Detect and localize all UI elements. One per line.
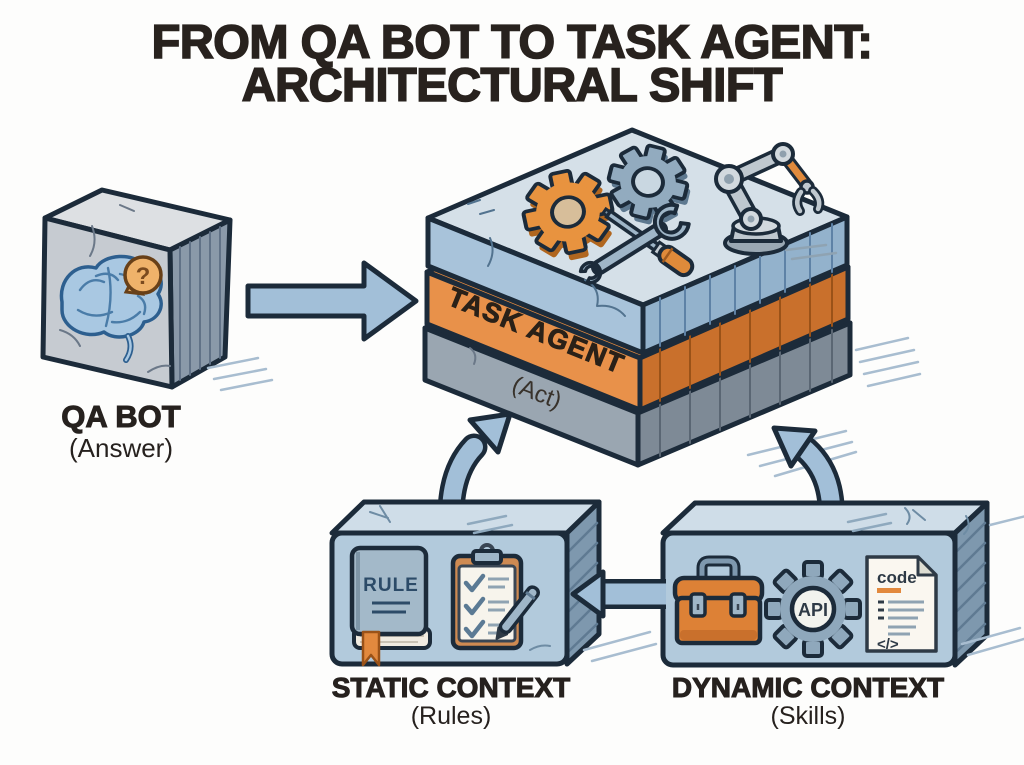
qa-bot-sublabel: (Answer) <box>69 433 173 463</box>
code-symbol: </> <box>877 636 899 653</box>
rule-book-icon: RULE <box>349 545 432 667</box>
stack-shadow-right <box>854 336 922 388</box>
dynamic-context-box: API code </> <box>660 500 990 668</box>
code-file-icon: code </> <box>865 555 938 653</box>
dynamic-box-cracks <box>904 507 970 535</box>
flow-arrow-right <box>245 260 419 342</box>
static-context-box: RULE <box>329 499 602 667</box>
code-highlight-bar <box>877 588 901 593</box>
dynamic-context-sublabel: (Skills) <box>771 702 846 730</box>
toolbox-icon <box>672 555 765 646</box>
qa-bot-label: QA BOT <box>61 399 180 434</box>
pen-icon <box>495 585 540 640</box>
cube-shadow <box>206 356 274 392</box>
dynamic-context-label: DYNAMIC CONTEXT <box>672 672 944 703</box>
static-box-cracks <box>369 505 551 651</box>
question-mark: ? <box>136 263 151 290</box>
left-tail-shadow <box>466 514 514 535</box>
static-context-sublabel: (Rules) <box>411 702 492 730</box>
arrow-dynamic-to-static <box>570 569 666 619</box>
static-context-label: STATIC CONTEXT <box>332 672 571 703</box>
robot-arm-icon <box>714 142 838 261</box>
question-bubble-icon: ? <box>123 255 163 296</box>
page-title-line2: ARCHITECTURAL SHIFT <box>242 58 783 111</box>
box-shadows <box>582 515 1024 663</box>
wrench-icon <box>578 202 691 285</box>
page-title-line1: FROM QA BOT TO TASK AGENT: <box>152 15 873 68</box>
slab-crack-lines <box>467 199 626 317</box>
bookmark-ribbon <box>361 630 381 667</box>
right-tail-shadow <box>846 512 893 533</box>
code-file-title: code <box>877 568 917 587</box>
cube-crack-lines <box>59 204 171 373</box>
checklist-icon <box>450 543 540 651</box>
task-agent-stack: TASK AGENT (Act) <box>422 127 922 478</box>
rule-book-title: RULE <box>363 575 419 596</box>
qa-bot-cube: ? <box>40 187 274 392</box>
api-gear-icon: API <box>764 560 862 658</box>
api-gear-label: API <box>798 600 828 620</box>
